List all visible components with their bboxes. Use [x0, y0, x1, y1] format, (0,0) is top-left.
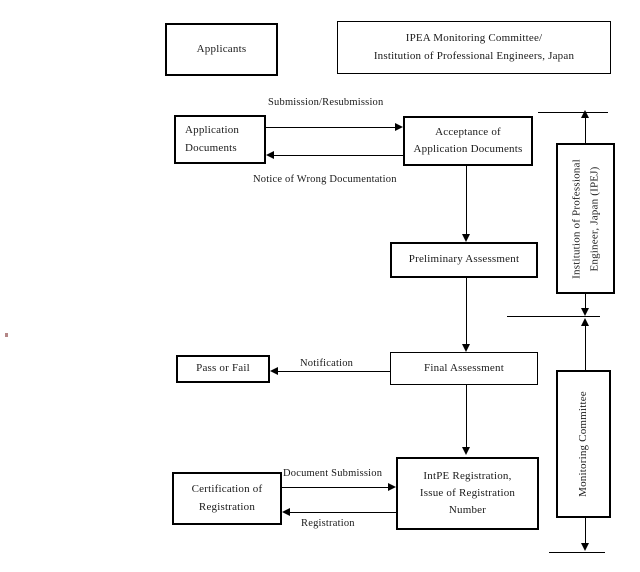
edge-submission-line [266, 127, 395, 128]
node-monitoring-committee-rail-label: Monitoring Committee [576, 391, 589, 497]
rail-ipej-top-line [585, 118, 586, 143]
node-intpe-registration-line2: Issue of Registration [419, 486, 516, 499]
rail-top-horizontal-rule [538, 112, 608, 113]
node-ipea-line1: IPEA Monitoring Committee/ [405, 32, 543, 45]
rail-bottom-line [585, 518, 586, 545]
edge-document-submission-line [282, 487, 388, 488]
rail-monitoring-top-line [585, 325, 586, 370]
node-intpe-registration[interactable]: IntPE Registration, Issue of Registratio… [396, 457, 539, 530]
node-intpe-registration-line3: Number [448, 504, 487, 517]
edge-notice-line [274, 155, 403, 156]
edge-label-notice-wrong-documentation: Notice of Wrong Documentation [253, 174, 397, 185]
node-final-assessment-label: Final Assessment [424, 361, 504, 374]
node-ipej-rail-text: Institution of Professional Engineer, Ja… [568, 159, 603, 279]
node-acceptance-line1: Acceptance of [435, 125, 501, 138]
rail-bottom-arrowhead [581, 543, 589, 551]
node-application-documents[interactable]: Application Documents [174, 115, 266, 164]
rail-ipej-bottom-arrowhead [581, 308, 589, 316]
scan-artifact-speck [5, 333, 8, 337]
node-ipej-rail-line1: Institution of Professional [569, 158, 582, 279]
node-applicants-label: Applicants [196, 42, 247, 55]
edge-preliminary-to-final-arrowhead [462, 344, 470, 352]
node-application-documents-line1: Application [185, 124, 240, 137]
node-intpe-registration-line1: IntPE Registration, [423, 469, 512, 482]
rail-middle-horizontal-rule [507, 316, 600, 317]
node-pass-or-fail[interactable]: Pass or Fail [176, 355, 270, 383]
edge-preliminary-to-final-line [466, 278, 467, 348]
node-certification-line1: Certification of [191, 483, 263, 496]
edge-acceptance-to-preliminary-line [466, 166, 467, 238]
rail-ipej-bottom-line [585, 294, 586, 312]
node-ipea-monitoring-committee[interactable]: IPEA Monitoring Committee/ Institution o… [337, 21, 611, 74]
edge-final-to-registration-line [466, 385, 467, 449]
node-acceptance-of-application-documents[interactable]: Acceptance of Application Documents [403, 116, 533, 166]
edge-registration-line [290, 512, 396, 513]
edge-final-to-registration-arrowhead [462, 447, 470, 455]
node-pass-or-fail-label: Pass or Fail [196, 362, 250, 375]
rail-bottom-horizontal-rule [549, 552, 605, 553]
node-final-assessment[interactable]: Final Assessment [390, 352, 538, 385]
edge-registration-arrowhead [282, 508, 290, 516]
edge-submission-arrowhead [395, 123, 403, 131]
edge-label-notification: Notification [296, 358, 358, 369]
node-ipej-rail[interactable]: Institution of Professional Engineer, Ja… [556, 143, 615, 294]
edge-document-submission-arrowhead [388, 483, 396, 491]
node-acceptance-line2: Application Documents [413, 143, 523, 155]
rail-ipej-top-arrowhead [581, 110, 589, 118]
node-ipea-line2: Institution of Professional Engineers, J… [373, 49, 575, 62]
node-monitoring-committee-rail-text: Monitoring Committee [575, 391, 593, 497]
node-application-documents-line2: Documents [185, 141, 237, 154]
rail-monitoring-top-arrowhead [581, 318, 589, 326]
edge-label-document-submission: Document Submission [283, 468, 383, 479]
node-applicants[interactable]: Applicants [165, 23, 278, 76]
edge-label-registration: Registration [301, 518, 355, 529]
node-certification-line2: Registration [198, 500, 256, 513]
node-preliminary-assessment-label: Preliminary Assessment [408, 253, 520, 266]
edge-notice-arrowhead [266, 151, 274, 159]
node-ipej-rail-line2: Engineer, Japan (IPEJ) [587, 165, 600, 272]
node-certification-of-registration[interactable]: Certification of Registration [172, 472, 282, 525]
node-preliminary-assessment[interactable]: Preliminary Assessment [390, 242, 538, 278]
node-monitoring-committee-rail[interactable]: Monitoring Committee [556, 370, 611, 518]
edge-acceptance-to-preliminary-arrowhead [462, 234, 470, 242]
edge-label-submission: Submission/Resubmission [268, 97, 384, 108]
edge-notification-arrowhead [270, 367, 278, 375]
edge-notification-line [278, 371, 390, 372]
